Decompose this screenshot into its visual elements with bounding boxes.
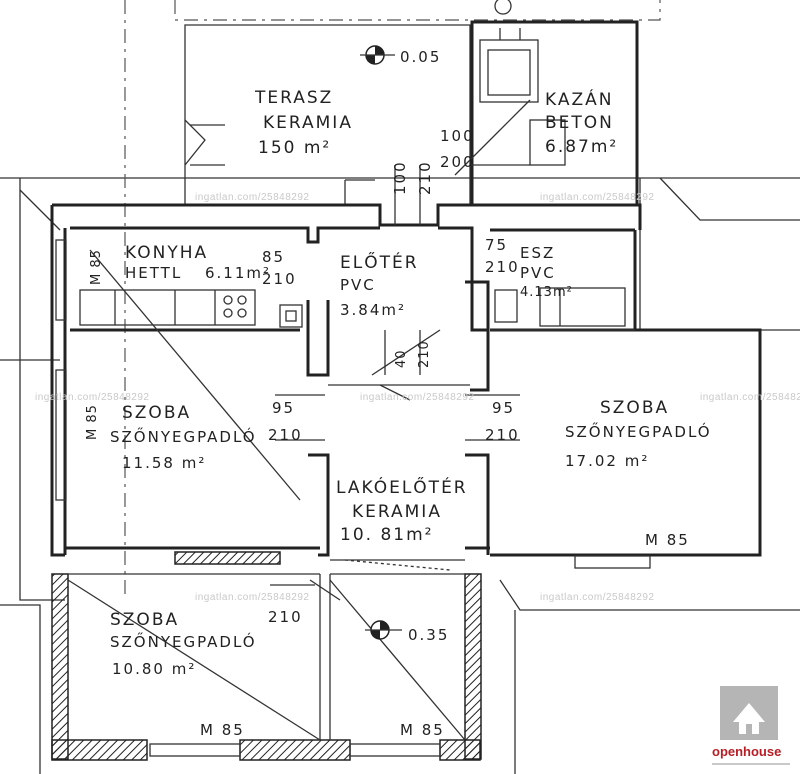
room-name: ELŐTÉR: [340, 251, 419, 273]
watermark-text: ingatlan.com/25848292: [195, 192, 309, 203]
dim-label: 210: [268, 426, 303, 444]
room-eloter: ELŐTÉR PVC 3.84m²: [340, 251, 419, 319]
room-material: HETTL: [125, 264, 182, 282]
dim-label: M 85: [85, 404, 100, 440]
room-area: 10.80 m²: [112, 660, 196, 678]
room-name: SZOBA: [600, 398, 669, 418]
dim-label: M 85: [400, 721, 445, 739]
logo-brand: openhouse: [712, 744, 781, 759]
dim-label: 95: [492, 399, 515, 417]
room-esz: ESZ PVC 4.13m²: [520, 244, 573, 300]
dim-label: 200: [440, 153, 475, 171]
dim-label: 75: [485, 236, 508, 254]
room-material: KERAMIA: [352, 502, 442, 522]
room-area: 10. 81m²: [340, 525, 433, 545]
dim-label: 210: [262, 270, 297, 288]
room-name: SZOBA: [110, 610, 179, 630]
level-marker-lower: [365, 620, 402, 640]
level-marker-upper: [360, 45, 395, 65]
dim-label: 210: [417, 340, 432, 368]
openhouse-logo: openhouse: [712, 686, 790, 765]
room-area: 17.02 m²: [565, 452, 649, 470]
dimension-labels: 100 200 100 210 85 210 75 210 M 85 M 85 …: [85, 127, 690, 739]
room-name: SZOBA: [122, 403, 191, 423]
room-area: 3.84m²: [340, 301, 406, 319]
room-szoba-2: SZOBA SZŐNYEGPADLÓ 17.02 m²: [565, 398, 712, 470]
room-area: 6.87m²: [545, 137, 618, 157]
level-lower-label: 0.35: [408, 626, 449, 644]
watermark-text: ingatlan.com/25848292: [540, 592, 654, 603]
kitchen-fixtures: [79, 249, 303, 501]
room-material: BETON: [545, 113, 614, 133]
room-name: KONYHA: [125, 243, 208, 263]
room-name: LAKÓELŐTÉR: [336, 476, 468, 498]
room-material: SZŐNYEGPADLÓ: [565, 421, 712, 441]
room-name: TERASZ: [254, 88, 333, 108]
bathroom-fixtures: [494, 287, 626, 327]
room-kazan: KAZÁN BETON 6.87m²: [545, 88, 618, 157]
dim-label: 85: [262, 248, 285, 266]
room-konyha: KONYHA HETTL 6.11m²: [125, 243, 271, 282]
dim-label: 210: [416, 160, 434, 195]
dim-label: 40: [394, 349, 409, 368]
room-material: PVC: [340, 276, 376, 294]
room-material: SZŐNYEGPADLÓ: [110, 426, 257, 446]
room-lakoeloter: LAKÓELŐTÉR KERAMIA 10. 81m²: [336, 476, 468, 545]
watermarks: ingatlan.com/25848292 ingatlan.com/25848…: [35, 192, 800, 603]
house-icon: [733, 703, 765, 722]
watermark-text: ingatlan.com/25848292: [540, 192, 654, 203]
room-name: KAZÁN: [545, 88, 613, 110]
watermark-text: ingatlan.com/25848292: [700, 392, 800, 403]
level-upper-label: 0.05: [400, 48, 441, 66]
dim-label: M 85: [645, 531, 690, 549]
room-terasz: TERASZ KERAMIA 150 m²: [254, 88, 353, 158]
dim-label: 100: [391, 160, 409, 195]
door-swings: [270, 165, 520, 601]
dim-label: 210: [268, 608, 303, 626]
watermark-text: ingatlan.com/25848292: [195, 592, 309, 603]
watermark-text: ingatlan.com/25848292: [360, 392, 474, 403]
room-area: 4.13m²: [520, 285, 573, 300]
dim-label: 210: [485, 258, 520, 276]
room-area: 150 m²: [258, 138, 331, 158]
room-area: 6.11m²: [205, 264, 271, 282]
room-area: 11.58 m²: [122, 454, 206, 472]
dim-label: 210: [485, 426, 520, 444]
boiler-room: [454, 0, 639, 207]
dim-label: 100: [440, 127, 475, 145]
window-markers: [55, 239, 67, 501]
room-material: KERAMIA: [263, 113, 353, 133]
watermark-text: ingatlan.com/25848292: [35, 392, 149, 403]
lower-walls: [51, 551, 651, 761]
room-szoba-3: SZOBA SZŐNYEGPADLÓ 10.80 m²: [110, 610, 257, 678]
room-material: PVC: [520, 264, 556, 282]
dim-label: M 85: [89, 249, 104, 285]
interior-walls: [65, 226, 635, 557]
room-material: SZŐNYEGPADLÓ: [110, 631, 257, 651]
terrace-area: [184, 24, 471, 205]
dim-label: M 85: [200, 721, 245, 739]
dim-label: 95: [272, 399, 295, 417]
room-name: ESZ: [520, 244, 555, 262]
room-szoba-1: SZOBA SZŐNYEGPADLÓ 11.58 m²: [110, 403, 257, 472]
